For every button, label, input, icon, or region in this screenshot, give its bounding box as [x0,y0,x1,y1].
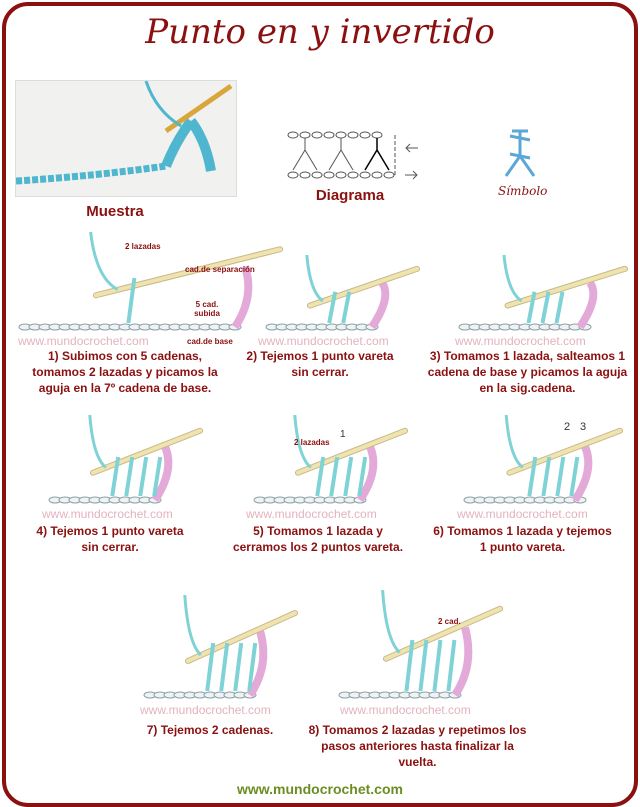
crochet-sketch [48,415,203,504]
step-8-illustration: 2 cad. [335,590,505,715]
step-4-caption: 4) Tejemos 1 punto vareta sin cerrar. [36,524,184,554]
step-6-illustration: 2 3 [460,415,625,520]
step-3-caption: 3) Tomamos 1 lazada, salteamos 1 cadena … [427,349,628,395]
step-3-illustration [455,255,630,347]
step-7-illustration [140,595,300,715]
step-8-caption: 8) Tomamos 2 lazadas y repetimos los pas… [308,723,527,769]
arrow-label-1: 1 [340,429,346,440]
step-2-caption: 2) Tejemos 1 punto vareta sin cerrar. [246,349,394,379]
symbol-label: Símbolo [498,184,548,198]
diagram-label: Diagrama [315,187,385,204]
step-2-illustration [262,255,422,347]
note-2-cad: 2 cad. [438,617,461,626]
watermark-8: www.mundocrochet.com [340,703,471,717]
step-1-illustration: 2 lazadas cad.de separación 5 cad. subid… [15,232,285,347]
page-title: Punto en y invertido [145,12,495,52]
footer-link[interactable]: www.mundocrochet.com [237,781,403,797]
stitch-symbol-icon [504,129,536,177]
watermark-4: www.mundocrochet.com [42,507,173,521]
note-base: cad.de base [187,337,233,346]
arrow-label-3: 3 [580,421,587,433]
crochet-sketch [463,415,623,504]
sample-illustration [15,80,233,185]
crochet-sketch [265,255,420,331]
watermark-5: www.mundocrochet.com [246,507,377,521]
watermark-2: www.mundocrochet.com [258,334,389,348]
sample-photo [15,80,237,197]
crochet-sketch [253,415,408,504]
sample-label: Muestra [86,203,144,220]
watermark-7: www.mundocrochet.com [140,703,271,717]
step-4-illustration [45,415,205,520]
watermark-1: www.mundocrochet.com [18,334,149,348]
watermark-3: www.mundocrochet.com [455,334,586,348]
note-lazadas: 2 lazadas [125,242,161,251]
crochet-sketch [338,590,503,699]
step-1-caption: 1) Subimos con 5 cadenas, tomamos 2 laza… [32,349,218,395]
note-separacion: cad.de separación [185,265,255,274]
crochet-sketch [458,255,628,331]
step-6-caption: 6) Tomamos 1 lazada y tejemos 1 punto va… [433,524,612,554]
step-5-illustration: 2 lazadas 1 [250,415,410,520]
crochet-sketch [18,232,283,331]
arrow-label-2: 2 [564,421,571,433]
note-subida: 5 cad. subida [194,300,220,318]
note-lazadas-5: 2 lazadas [294,438,330,447]
watermark-6: www.mundocrochet.com [457,507,588,521]
step-7-caption: 7) Tejemos 2 cadenas. [146,723,274,737]
crochet-sketch [143,595,298,699]
diagram-chart [287,131,418,180]
step-5-caption: 5) Tomamos 1 lazada y cerramos los 2 pun… [232,524,404,554]
